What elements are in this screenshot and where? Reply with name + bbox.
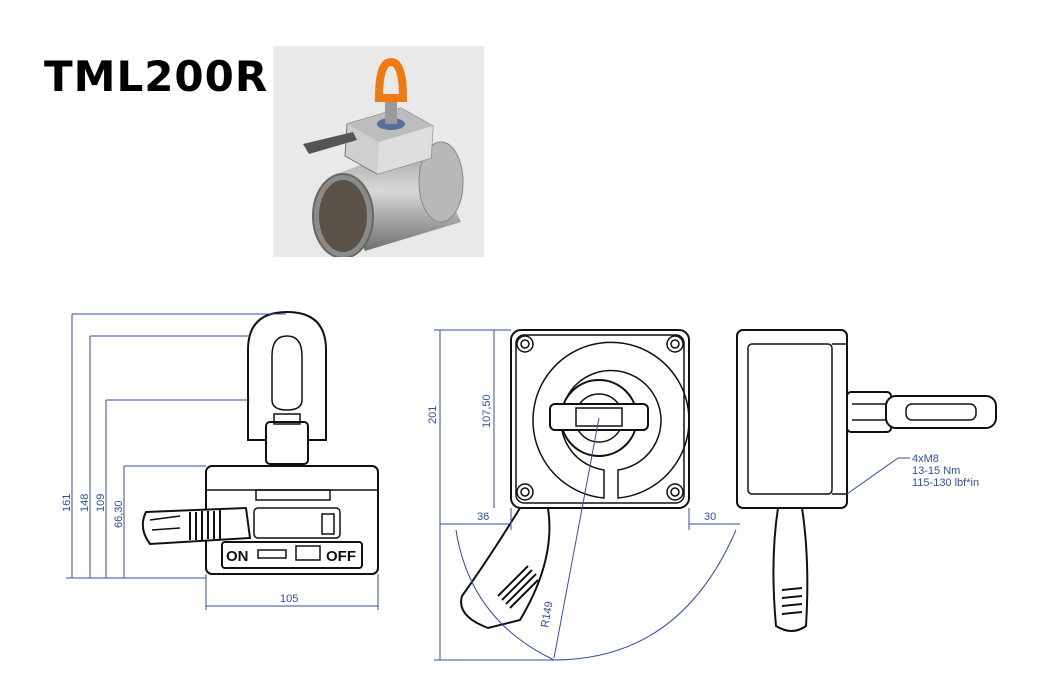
product-title: TML200R [44, 52, 269, 101]
product-photo [273, 46, 484, 259]
side-handle [772, 507, 809, 632]
eye-bolt-hole [271, 335, 303, 411]
front-view: ON OFF 161 148 109 66,30 105 [61, 310, 379, 610]
dim-109: 109 [95, 494, 107, 512]
dim-148: 148 [79, 494, 91, 512]
dim-36: 36 [477, 511, 489, 523]
dim-r149: R149 [539, 601, 555, 629]
on-off-plate [221, 541, 363, 569]
slot-ring [532, 341, 690, 499]
eye-bolt-outline [247, 310, 327, 441]
dim-66-30: 66,30 [113, 500, 125, 528]
dim-107-50: 107,50 [481, 394, 493, 428]
label-on: ON [226, 548, 249, 565]
bolt-note-1: 4xM8 [912, 453, 939, 465]
dim-201: 201 [427, 406, 439, 424]
label-off: OFF [326, 548, 356, 565]
bolt-holes [516, 335, 684, 501]
side-eye [885, 395, 997, 429]
bolt-note-2: 13-15 Nm [912, 465, 960, 477]
dim-161: 161 [61, 494, 73, 512]
top-handle [460, 507, 551, 630]
dim-105: 105 [280, 593, 298, 605]
bolt-note-3: 115-130 lbf*in [912, 477, 979, 489]
side-swivel [846, 391, 892, 433]
top-view: 201 107,50 36 30 R149 [427, 329, 740, 661]
eye-top [549, 403, 649, 431]
dim-30: 30 [704, 511, 716, 523]
side-body [736, 329, 848, 509]
side-view: 4xM8 13-15 Nm 115-130 lbf*in [736, 329, 997, 632]
swivel-nut [265, 421, 309, 465]
